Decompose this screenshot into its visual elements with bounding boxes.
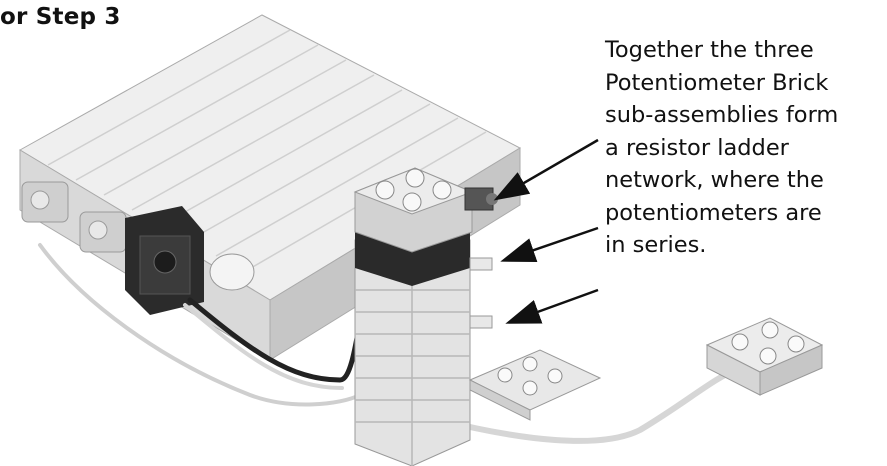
caption-line-7: in series. — [605, 232, 707, 258]
arrow-2 — [500, 226, 599, 263]
caption-line-1: Together the three — [605, 37, 814, 63]
battery-switch — [125, 206, 204, 315]
step-heading: or Step 3 — [0, 4, 121, 30]
loose-brick — [705, 317, 824, 396]
caption-line-5: network, where the — [605, 167, 824, 193]
arrow-1 — [493, 138, 599, 201]
callout-arrows — [493, 138, 599, 324]
caption-line-2: Potentiometer Brick — [605, 69, 829, 96]
caption-line-6: potentiometers are — [605, 199, 822, 226]
caption-line-4: a resistor ladder — [605, 134, 789, 161]
caption-line-3: sub-assemblies form — [605, 102, 839, 128]
callout-caption: Together the three Potentiometer Brick s… — [605, 34, 887, 262]
base-plate — [468, 349, 602, 421]
potentiometer-tower — [353, 167, 498, 466]
arrow-3 — [505, 288, 599, 324]
